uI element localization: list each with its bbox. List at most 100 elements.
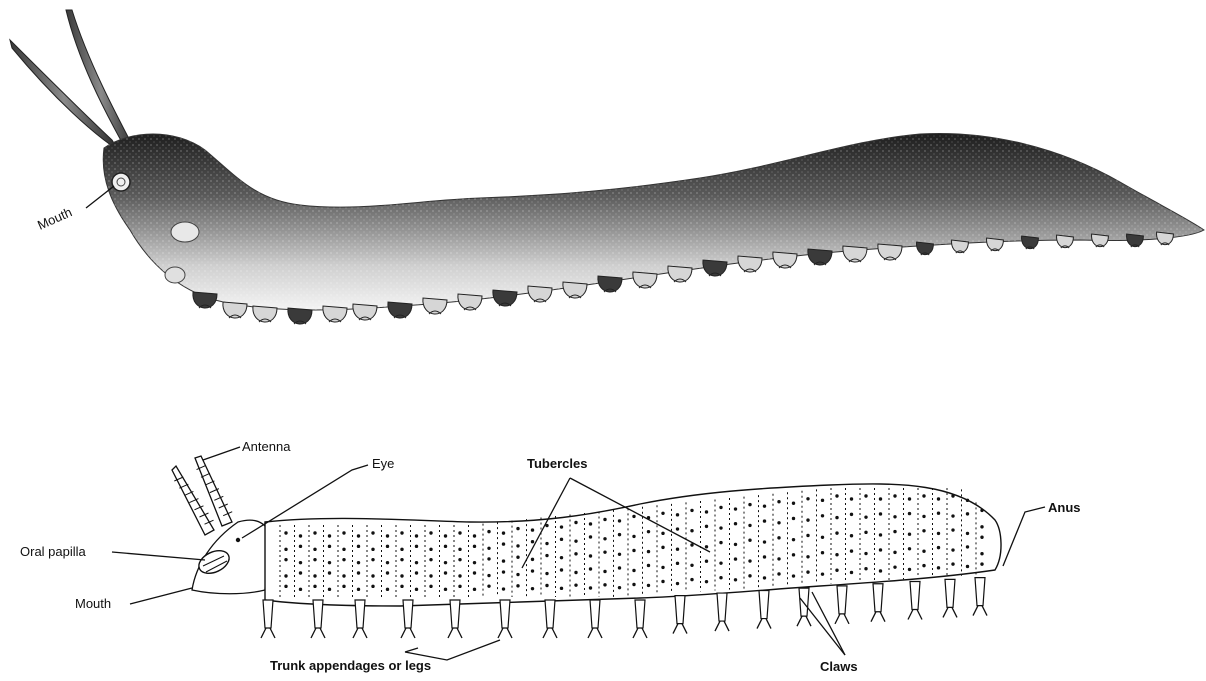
- tubercle: [531, 558, 534, 561]
- claw: [498, 628, 512, 638]
- tubercle: [879, 569, 882, 572]
- top-leg: [323, 306, 347, 322]
- tubercle: [415, 545, 418, 548]
- tubercle: [792, 538, 795, 541]
- tubercle: [777, 572, 780, 575]
- tubercle: [516, 584, 519, 587]
- tubercle: [603, 570, 606, 573]
- tubercle: [980, 552, 983, 555]
- tubercle: [400, 548, 403, 551]
- tubercle: [386, 545, 389, 548]
- tubercle: [647, 564, 650, 567]
- tubercle: [328, 545, 331, 548]
- tubercle: [487, 557, 490, 560]
- tubercle: [835, 516, 838, 519]
- tubercle: [734, 522, 737, 525]
- tubercle: [371, 531, 374, 534]
- tubercle: [284, 585, 287, 588]
- tubercle: [806, 518, 809, 521]
- tubercle: [719, 561, 722, 564]
- tubercle: [429, 558, 432, 561]
- tubercle: [922, 515, 925, 518]
- tubercle: [893, 530, 896, 533]
- tubercle: [444, 534, 447, 537]
- tubercle: [284, 558, 287, 561]
- tubercle: [299, 571, 302, 574]
- claw: [797, 616, 811, 626]
- tubercle: [661, 566, 664, 569]
- label-mouth: Mouth: [75, 596, 111, 611]
- tubercle: [313, 548, 316, 551]
- tubercle: [879, 512, 882, 515]
- tubercle: [922, 564, 925, 567]
- label-anus: Anus: [1048, 500, 1081, 515]
- tubercle: [400, 531, 403, 534]
- tubercle: [299, 545, 302, 548]
- top-leg: [738, 256, 762, 272]
- tubercle: [531, 587, 534, 590]
- tubercle: [473, 545, 476, 548]
- tubercle: [560, 525, 563, 528]
- tubercle: [371, 558, 374, 561]
- tubercle: [632, 515, 635, 518]
- tubercle: [386, 534, 389, 537]
- bottom-eye: [236, 538, 240, 542]
- tubercle: [444, 561, 447, 564]
- tubercle: [357, 588, 360, 591]
- top-leg: [193, 292, 217, 308]
- tubercle: [864, 515, 867, 518]
- tubercle: [777, 521, 780, 524]
- tubercle: [299, 534, 302, 537]
- tubercle: [734, 557, 737, 560]
- tubercle: [560, 538, 563, 541]
- tubercle: [850, 513, 853, 516]
- tubercle: [850, 571, 853, 574]
- tubercle: [545, 554, 548, 557]
- tubercle: [908, 512, 911, 515]
- claw: [908, 610, 922, 620]
- tubercle: [879, 548, 882, 551]
- tubercle: [603, 518, 606, 521]
- tubercle: [502, 587, 505, 590]
- tubercle: [487, 530, 490, 533]
- tubercle: [473, 588, 476, 591]
- tubercle: [386, 588, 389, 591]
- claw: [401, 628, 415, 638]
- tubercle: [357, 534, 360, 537]
- tubercle: [705, 560, 708, 563]
- tubercle: [661, 546, 664, 549]
- tubercle: [821, 536, 824, 539]
- tubercle: [574, 571, 577, 574]
- tubercle: [531, 528, 534, 531]
- trunk-leg: [590, 600, 600, 628]
- tubercle: [908, 532, 911, 535]
- tubercle: [284, 531, 287, 534]
- tubercle: [835, 553, 838, 556]
- top-mouth-callout: Mouth: [35, 186, 114, 233]
- tubercle: [951, 528, 954, 531]
- tubercle: [763, 504, 766, 507]
- claw: [353, 628, 367, 638]
- tubercle: [560, 568, 563, 571]
- tubercle: [647, 530, 650, 533]
- claw: [871, 612, 885, 622]
- tubercle: [647, 584, 650, 587]
- tubercle: [821, 572, 824, 575]
- tubercle: [429, 531, 432, 534]
- tubercle: [676, 547, 679, 550]
- tubercle: [806, 534, 809, 537]
- tubercle: [284, 548, 287, 551]
- trunk-leg: [717, 593, 727, 621]
- top-leg: [878, 244, 902, 260]
- tubercle: [415, 561, 418, 564]
- tubercle: [589, 567, 592, 570]
- tubercle: [328, 561, 331, 564]
- tubercle: [516, 573, 519, 576]
- trunk-leg: [635, 600, 645, 628]
- tubercle: [777, 557, 780, 560]
- tubercle: [371, 574, 374, 577]
- tubercle: [531, 540, 534, 543]
- tubercle: [777, 500, 780, 503]
- tubercle: [734, 507, 737, 510]
